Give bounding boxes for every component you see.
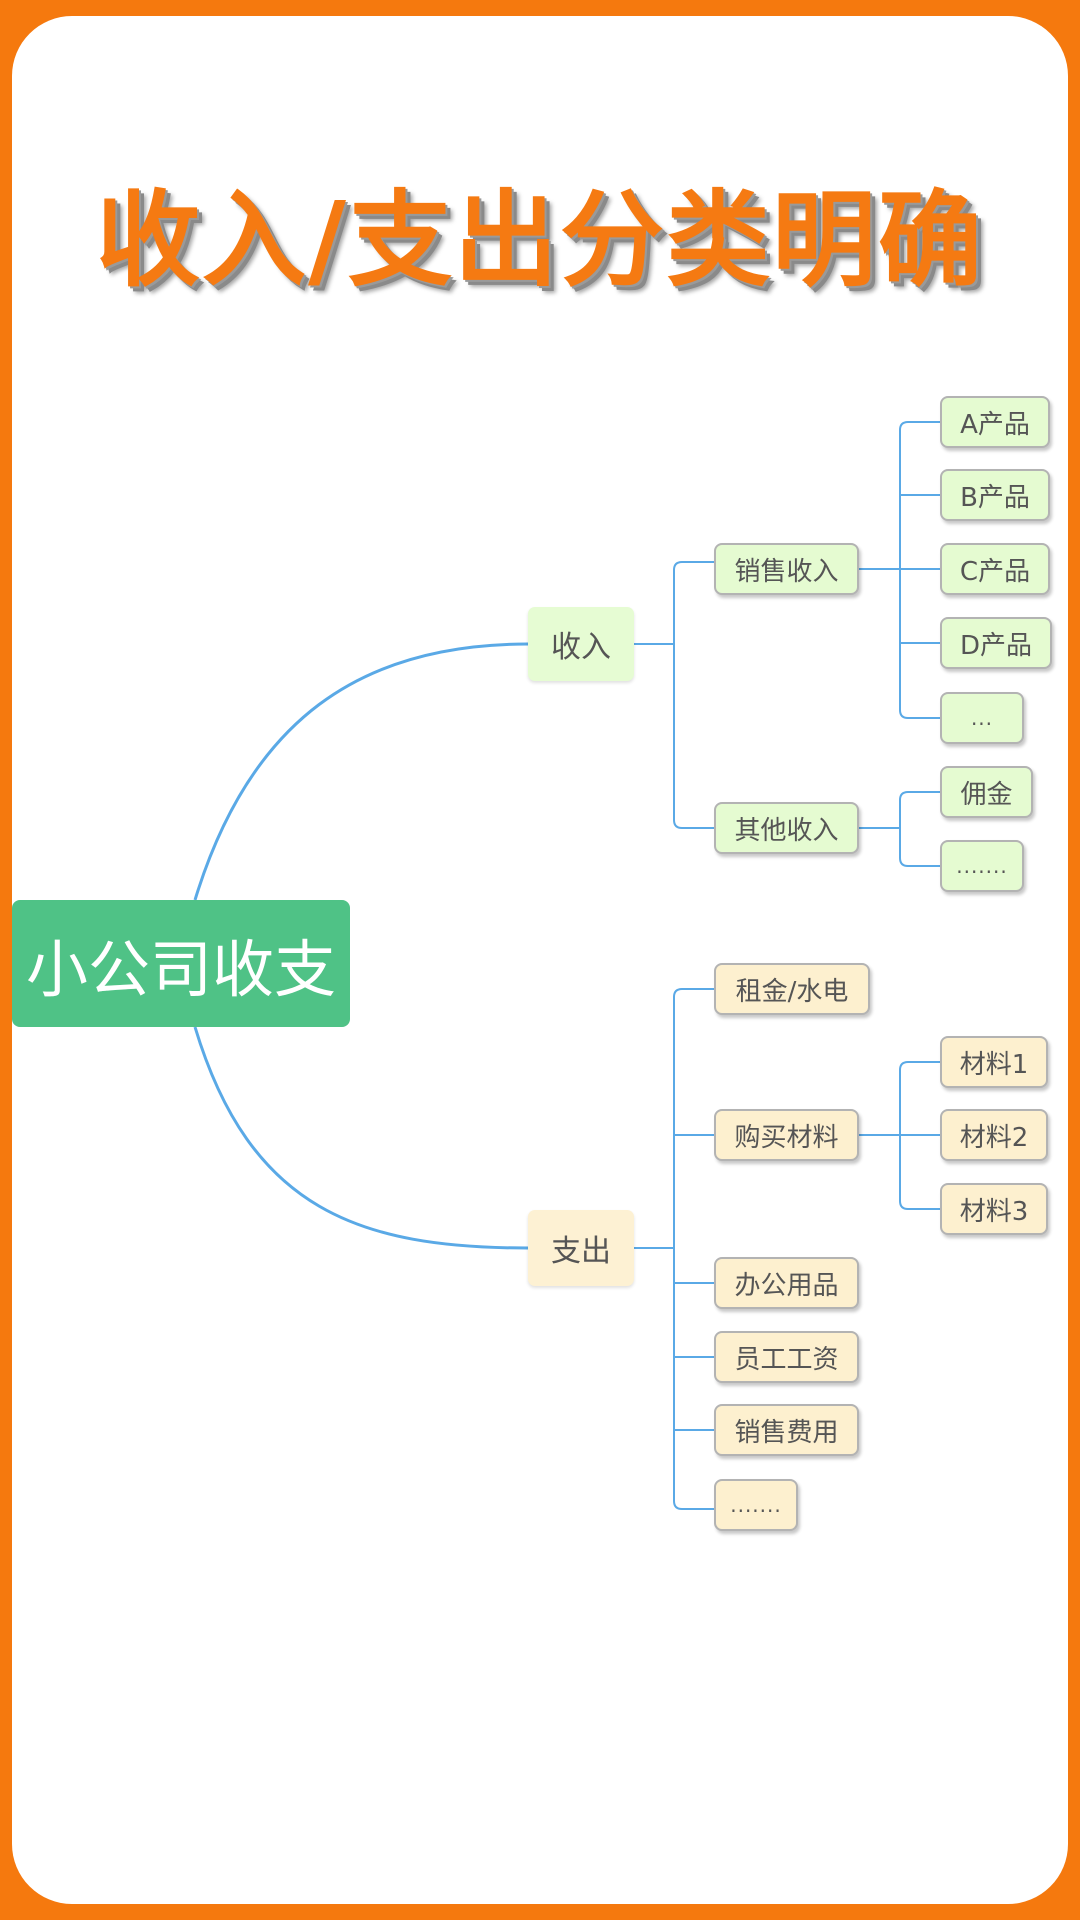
more-other-income-node: ....... bbox=[940, 840, 1024, 892]
other-income-node: 其他收入 bbox=[714, 802, 859, 854]
buy-materials-node: 购买材料 bbox=[714, 1109, 859, 1161]
office-supplies-node: 办公用品 bbox=[714, 1257, 859, 1309]
connector-expense-vertical bbox=[673, 988, 683, 1510]
root-node: 小公司收支 bbox=[12, 900, 350, 1027]
material-3-node: 材料3 bbox=[940, 1183, 1048, 1235]
product-d-node: D产品 bbox=[940, 617, 1052, 669]
product-c-node: C产品 bbox=[940, 543, 1050, 595]
product-a-node: A产品 bbox=[940, 396, 1050, 448]
more-products-node: ... bbox=[940, 692, 1024, 744]
commission-node: 佣金 bbox=[940, 766, 1033, 818]
sales-expense-node: 销售费用 bbox=[714, 1404, 859, 1456]
rent-utilities-node: 租金/水电 bbox=[714, 963, 870, 1015]
connector-root-expense bbox=[193, 1026, 529, 1250]
staff-salary-node: 员工工资 bbox=[714, 1331, 859, 1383]
connector-other-vertical bbox=[899, 791, 909, 867]
connector-income-vertical bbox=[673, 561, 683, 829]
product-b-node: B产品 bbox=[940, 469, 1050, 521]
material-1-node: 材料1 bbox=[940, 1036, 1048, 1088]
sales-income-node: 销售收入 bbox=[714, 543, 859, 595]
expense-node: 支出 bbox=[528, 1210, 634, 1286]
connector-materials-vertical bbox=[899, 1061, 909, 1210]
page-title: 收入/支出分类明确 bbox=[96, 178, 984, 301]
income-node: 收入 bbox=[528, 607, 634, 681]
connector-sales-vertical bbox=[899, 421, 909, 719]
connector-root-income bbox=[193, 642, 529, 901]
more-expense-node: ....... bbox=[714, 1479, 798, 1531]
material-2-node: 材料2 bbox=[940, 1109, 1048, 1161]
